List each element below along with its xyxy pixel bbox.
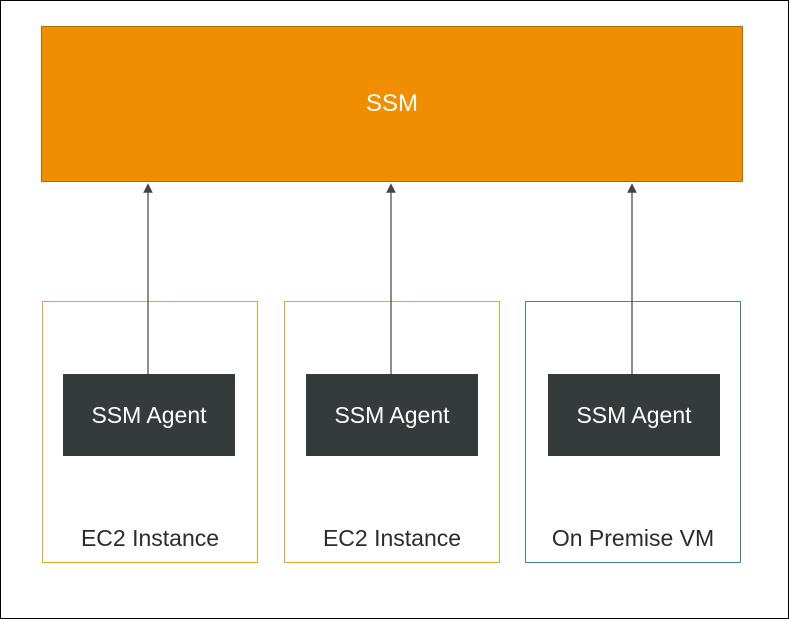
host-box-on-premise-vm xyxy=(525,301,741,563)
host-box-ec2-2 xyxy=(284,301,500,563)
ssm-agent-box-2: SSM Agent xyxy=(306,374,478,456)
host-label-ec2-1: EC2 Instance xyxy=(80,525,220,551)
host-box-ec2-1 xyxy=(42,301,258,563)
ssm-agent-label: SSM Agent xyxy=(576,401,692,428)
host-label-on-premise-vm: On Premise VM xyxy=(551,525,715,551)
ssm-agent-label: SSM Agent xyxy=(91,401,207,428)
ssm-agent-box-1: SSM Agent xyxy=(63,374,235,456)
ssm-agent-label: SSM Agent xyxy=(334,401,450,428)
ssm-service-box: SSM xyxy=(41,26,743,182)
host-label-ec2-2: EC2 Instance xyxy=(322,525,462,551)
ssm-service-label: SSM xyxy=(365,90,418,117)
ssm-agent-box-3: SSM Agent xyxy=(548,374,720,456)
